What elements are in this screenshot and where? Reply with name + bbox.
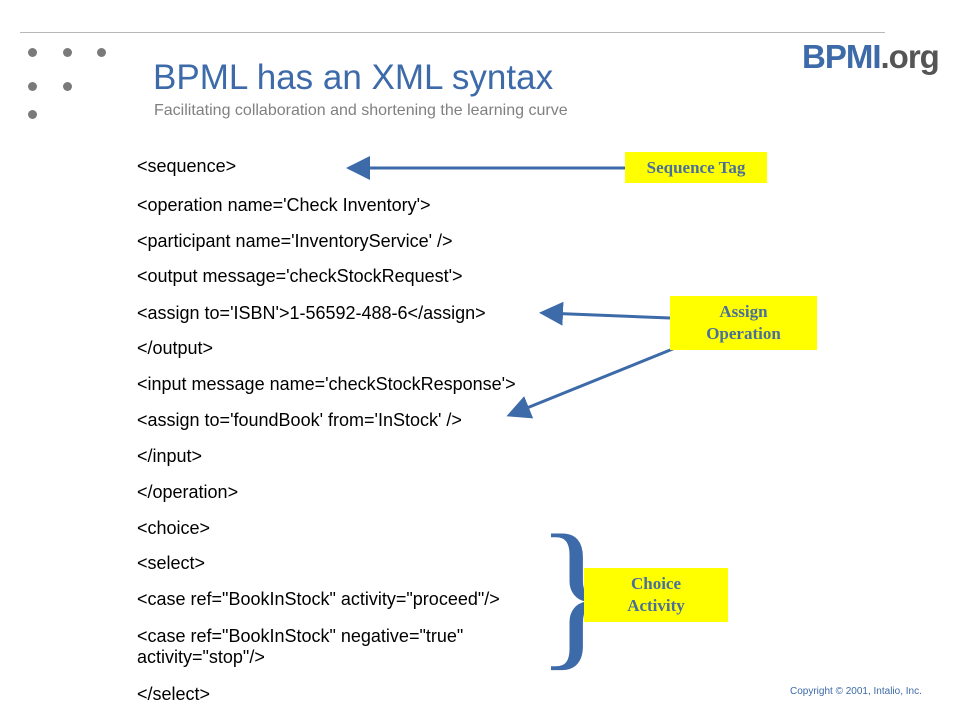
copyright-notice: Copyright © 2001, Intalio, Inc. [790, 686, 922, 697]
callout-assign-operation: Assign Operation [670, 296, 817, 350]
callout-sequence-tag: Sequence Tag [625, 152, 767, 183]
top-divider [20, 32, 885, 33]
callout-assign-line1: Assign [719, 302, 768, 321]
code-line: </input> [137, 446, 203, 466]
callout-choice-line2: Activity [627, 596, 685, 615]
code-line: <operation name='Check Inventory'> [137, 195, 431, 215]
code-line: <sequence> [137, 156, 237, 176]
code-line: </operation> [137, 482, 239, 502]
callout-assign-line2: Operation [706, 324, 781, 343]
code-line: <select> [137, 553, 206, 573]
decorative-dots [24, 42, 124, 132]
dot [28, 82, 37, 91]
callout-sequence-label: Sequence Tag [646, 157, 746, 177]
dot [97, 48, 106, 57]
dot [28, 110, 37, 119]
code-line: <case ref="BookInStock" negative="true" [137, 626, 464, 646]
bpmi-logo: BPMI.org [802, 38, 940, 76]
page-title: BPML has an XML syntax [153, 58, 554, 97]
callout-choice-activity: Choice Activity [584, 568, 728, 622]
code-line: <output message='checkStockRequest'> [137, 266, 463, 286]
code-line: </output> [137, 338, 214, 358]
code-line: <assign to='foundBook' from='InStock' /> [137, 410, 462, 430]
assign-arrow-lower [506, 340, 691, 419]
page-subtitle: Facilitating collaboration and shortenin… [154, 102, 568, 119]
code-line: <input message name='checkStockResponse'… [137, 374, 516, 394]
code-line: <case ref="BookInStock" activity="procee… [137, 589, 500, 609]
code-line: activity="stop"/> [137, 647, 265, 667]
logo-main: BPMI [802, 38, 881, 75]
code-line: <participant name='InventoryService' /> [137, 231, 453, 251]
dot [63, 82, 72, 91]
code-line: <choice> [137, 518, 211, 538]
logo-suffix: .org [880, 38, 940, 75]
callout-choice-line1: Choice [630, 574, 682, 593]
code-line: </select> [137, 684, 211, 704]
code-line: <assign to='ISBN'>1-56592-488-6</assign> [137, 303, 486, 323]
dot [28, 48, 37, 57]
dot [63, 48, 72, 57]
assign-arrow-upper [539, 301, 671, 326]
